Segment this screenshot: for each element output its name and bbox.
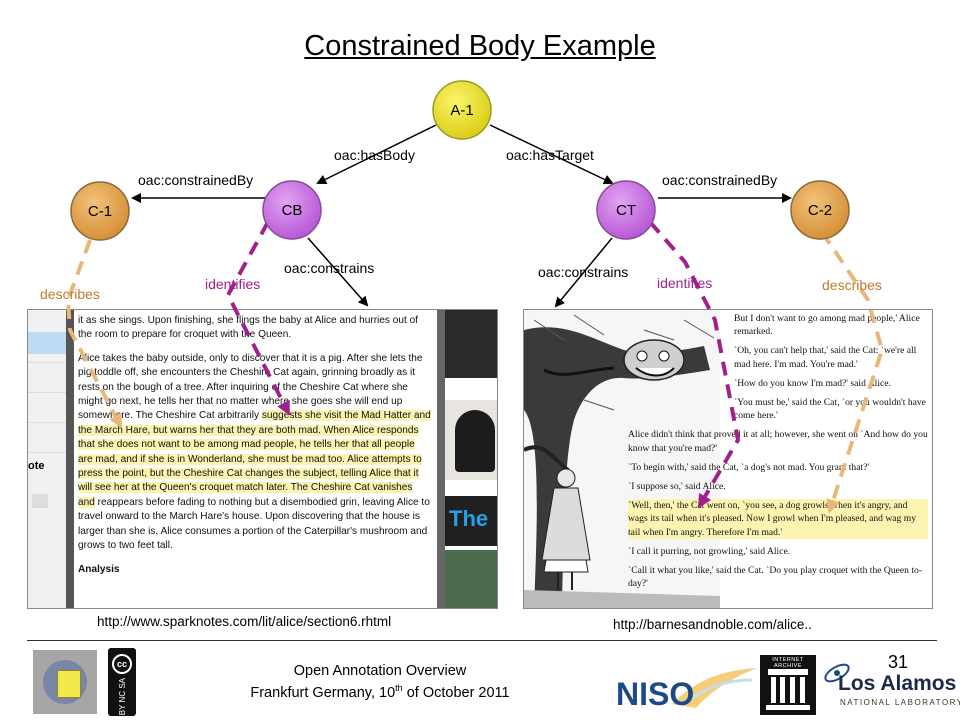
alice-paragraph: `To begin with,' said the Cat, `a dog's … (628, 461, 870, 473)
ad-photo (445, 550, 497, 608)
edge-describes-right (820, 230, 885, 514)
footer-date-start: Frankfurt Germany, 10 (250, 684, 396, 701)
alice-text: But I don't want to go among mad people,… (628, 312, 928, 596)
page-number: 31 (888, 652, 909, 672)
label-constrained-by-left: oac:constrainedBy (138, 172, 253, 188)
barnesandnoble-url[interactable]: http://barnesandnoble.com/alice.. (613, 617, 812, 632)
label-constrains-right: oac:constrains (538, 264, 628, 280)
sparknotes-ads: The (445, 310, 497, 608)
label-identifies-left: identifies (205, 276, 260, 292)
alice-paragraph: `Call it what you like,' said the Cat. `… (628, 565, 923, 590)
sparknotes-paragraph-2: Alice takes the baby outside, only to di… (78, 352, 432, 554)
sidebar-row (28, 422, 66, 423)
slide-title: Constrained Body Example (304, 30, 656, 62)
highlighted-text: suggests she visit the Mad Hatter and th… (78, 410, 431, 508)
alice-paragraph: `I call it purring, not growling,' said … (628, 545, 791, 557)
node-c2-label: C-2 (808, 202, 832, 219)
sidebar-row (28, 452, 66, 453)
los-alamos-logo: Los Alamos NATIONAL LABORATORY (822, 658, 960, 714)
edge-describes-left (65, 239, 122, 429)
footer-date-end: of October 2011 (402, 684, 510, 701)
edge-identifies-left (225, 221, 290, 416)
alice-paragraph: `You must be,' said the Cat, `or you wou… (734, 397, 926, 422)
ad-banner-text: The (449, 506, 489, 531)
niso-wordmark: NISO (616, 676, 695, 712)
sparknotes-text: it as she sings. Upon finishing, she fli… (78, 314, 432, 577)
sidebar-highlight (28, 332, 66, 354)
footer-line-2: Frankfurt Germany, 10th of October 2011 (230, 683, 530, 701)
label-constrained-by-right: oac:constrainedBy (662, 172, 777, 188)
text-after-highlight: reappears before fading to nothing but a… (78, 496, 430, 552)
node-c1-label: C-1 (88, 203, 112, 220)
node-c2: C-2 (790, 180, 850, 240)
sparknotes-screenshot: ote it as she sings. Upon finishing, she… (27, 309, 498, 609)
node-cb: CB (262, 180, 322, 240)
label-identifies-right: identifies (657, 275, 712, 291)
ad-photo (445, 310, 497, 378)
internet-archive-logo: INTERNET ARCHIVE (760, 655, 816, 715)
sparknotes-divider (437, 310, 445, 608)
footer-divider (27, 640, 937, 641)
cc-icon: cc (112, 654, 132, 674)
label-has-target: oac:hasTarget (506, 147, 594, 163)
sparknotes-url[interactable]: http://www.sparknotes.com/lit/alice/sect… (97, 614, 392, 629)
analysis-heading: Analysis (78, 563, 120, 575)
cc-badges: BY NC SA (117, 678, 127, 716)
label-constrains-left: oac:constrains (284, 260, 374, 276)
open-annotation-logo (33, 650, 97, 714)
edge-has-body (316, 124, 437, 184)
node-ct: CT (596, 180, 656, 240)
los-alamos-subtitle: NATIONAL LABORATORY (840, 698, 960, 707)
alice-highlighted-paragraph: `Well, then,' the Cat went on, `you see,… (628, 499, 928, 539)
los-alamos-wordmark: Los Alamos (838, 672, 957, 695)
footer-date-suffix: th (395, 683, 403, 693)
footer-line-1: Open Annotation Overview (293, 663, 467, 679)
niso-logo: NISO (612, 664, 757, 716)
sparknotes-paragraph-1: it as she sings. Upon finishing, she fli… (78, 315, 419, 341)
label-describes-left: describes (40, 286, 100, 302)
edge-identifies-right (648, 220, 741, 509)
alice-paragraph: `I suppose so,' said Alice. (628, 481, 726, 493)
label-has-body: oac:hasBody (334, 147, 415, 163)
ad-photo-figure (455, 410, 495, 472)
creative-commons-logo: cc BY NC SA (108, 648, 136, 716)
sparknotes-scroll-bar (66, 310, 74, 608)
node-ct-label: CT (616, 202, 636, 219)
node-cb-label: CB (282, 202, 303, 219)
alice-paragraph: `Oh, you can't help that,' said the Cat:… (734, 345, 917, 370)
text-before-highlight: Alice takes the baby outside, only to di… (78, 352, 423, 422)
label-describes-right: describes (822, 277, 882, 293)
edge-constrains-right (554, 237, 613, 308)
cheshire-cat-illustration (524, 310, 720, 608)
sidebar-row (28, 362, 66, 363)
alice-paragraph: But I don't want to go among mad people,… (734, 313, 920, 338)
sidebar-note-label: ote (28, 460, 45, 472)
node-a1-label: A-1 (450, 102, 473, 119)
archive-wordmark: INTERNET ARCHIVE (772, 657, 804, 669)
node-a1: A-1 (432, 80, 492, 140)
sidebar-box (32, 494, 48, 508)
sidebar-row (28, 392, 66, 393)
sparknotes-sidebar: ote (28, 310, 67, 608)
alice-paragraph: `How do you know I'm mad?' said Alice. (734, 377, 891, 389)
node-c1: C-1 (70, 181, 130, 241)
alice-paragraph: Alice didn't think that proved it at all… (628, 429, 928, 454)
edge-constrains-left (307, 237, 369, 307)
ad-banner (445, 496, 497, 546)
edge-has-target (489, 124, 614, 185)
